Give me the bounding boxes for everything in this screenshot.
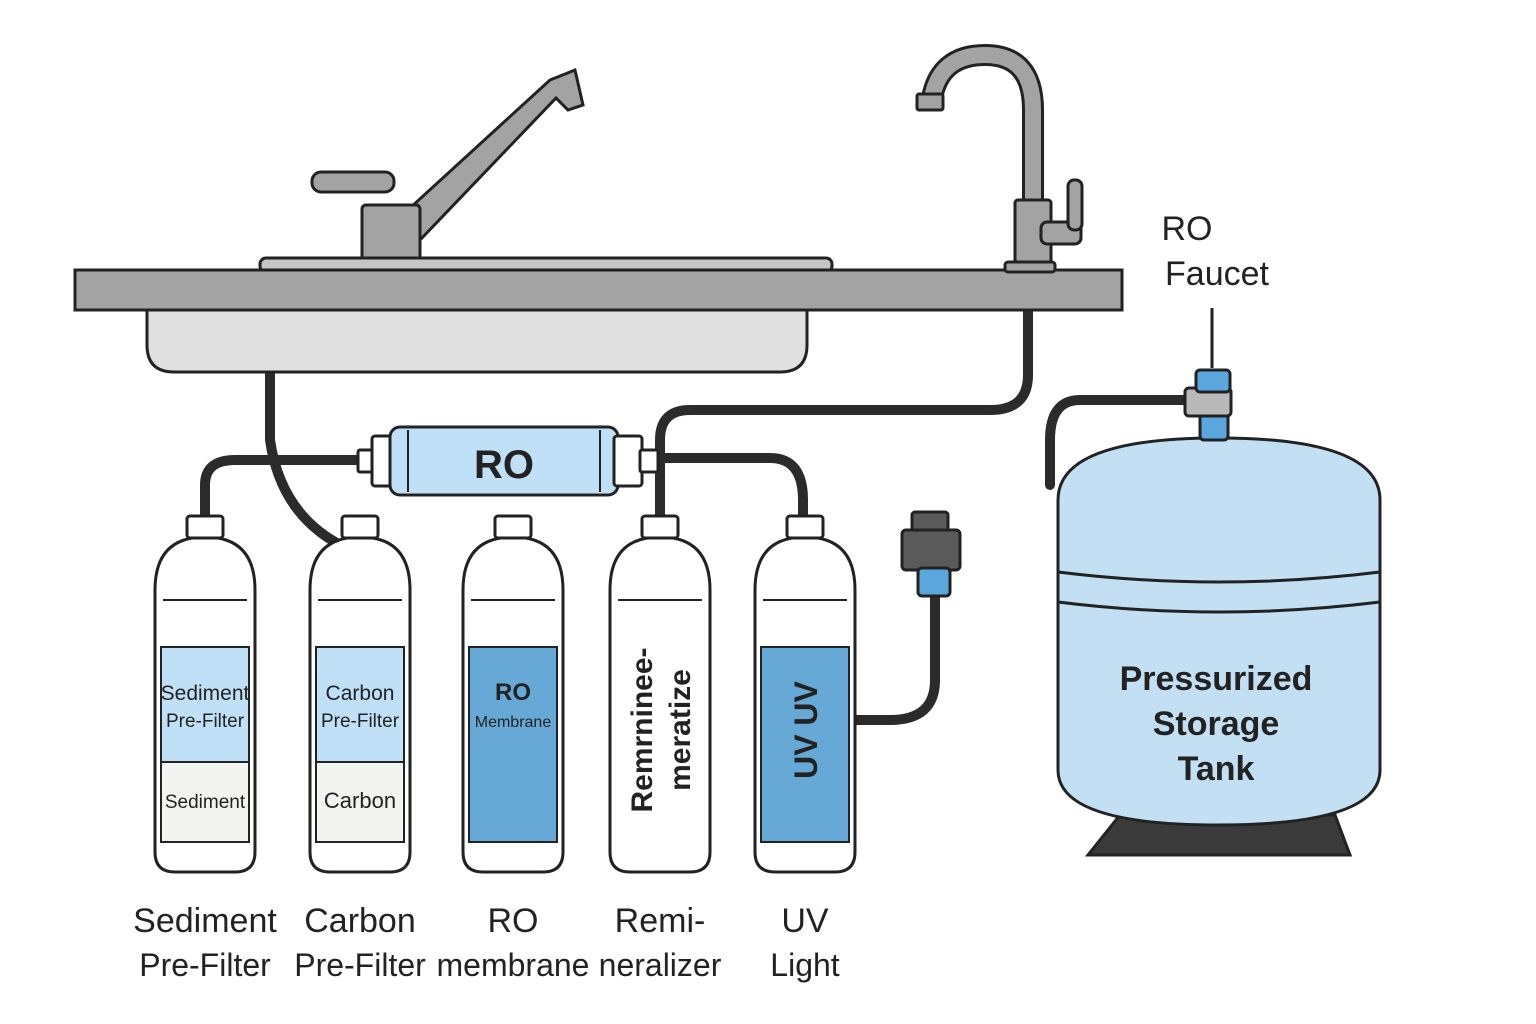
cartridge-caption-line-2: membrane <box>437 947 590 983</box>
cartridge-cap <box>640 514 680 540</box>
cartridge-caption-line-1: RO <box>488 902 539 940</box>
cartridge-caption-line-2: Light <box>770 947 840 983</box>
connector-body <box>900 528 962 572</box>
cartridge-band-label-line-1: Sediment <box>161 682 250 705</box>
cartridge-caption-line-2: neralizer <box>599 947 722 983</box>
cartridge-cap <box>185 514 225 540</box>
tube-to-faucet <box>655 263 1033 520</box>
tank-label-line-3: Tank <box>1178 750 1255 788</box>
filter-cartridges: SedimentPre-FilterSedimentSedimentPre-Fi… <box>133 514 857 983</box>
cartridge-band <box>468 646 558 843</box>
cartridge-band-label-line-2: Membrane <box>475 714 552 731</box>
ro-faucet-gooseneck-fill <box>924 46 1041 205</box>
cartridge-caption-line-1: UV <box>781 902 829 940</box>
ro-faucet-nozzle <box>915 92 945 112</box>
cartridge-vertical-label-line-2: meratize <box>664 669 697 791</box>
ro-membrane-housing: RO <box>356 425 660 497</box>
connector-blue-band <box>916 566 952 598</box>
cartridge-caption-line-1: Sediment <box>133 902 277 940</box>
tank-seam-1 <box>1057 570 1381 584</box>
cartridge-media-label: Sediment <box>165 792 246 813</box>
tank-body <box>1056 436 1382 827</box>
cartridge-band-label-line-2: Pre-Filter <box>166 711 245 732</box>
ro-faucet-handle <box>1066 178 1084 232</box>
tube-drain <box>265 363 340 547</box>
cartridge-cap <box>785 514 825 540</box>
ro-faucet <box>915 43 1084 274</box>
ro-housing-fitting-right <box>638 448 660 474</box>
storage-tank: Pressurized Storage Tank <box>1056 368 1382 857</box>
cartridge-media-label: Carbon <box>324 788 396 813</box>
cartridge-uv-light: UV UV UV Light <box>753 514 857 983</box>
cartridge-vertical-label-line-1: UV UV <box>788 680 824 778</box>
cartridge-media <box>315 761 405 843</box>
faucet-spout <box>371 67 585 242</box>
tube-tank <box>1045 395 1200 490</box>
tank-label-line-2: Storage <box>1153 705 1280 743</box>
tank-valve-cap <box>1194 368 1232 394</box>
sink-basin <box>145 303 809 374</box>
cartridge-band-label-line-1: RO <box>495 679 531 706</box>
countertop <box>73 268 1124 312</box>
cartridge-vertical-label-line-1: Remrninee- <box>626 647 659 812</box>
ro-faucet-flange <box>1003 260 1057 274</box>
tubing <box>200 263 1200 725</box>
cartridge-caption-line-1: Carbon <box>304 902 416 940</box>
ro-faucet-label-line-2: Faucet <box>1165 255 1269 293</box>
tube-ro-to-uv <box>655 453 808 520</box>
cartridge-caption-line-2: Pre-Filter <box>139 947 271 983</box>
kitchen-faucet <box>310 67 585 262</box>
cartridge-band <box>760 646 850 843</box>
ro-housing-label: RO <box>474 443 534 487</box>
tank-label-line-1: Pressurized <box>1120 660 1313 698</box>
cartridge-band <box>315 646 405 763</box>
ro-housing-cap-right <box>612 434 644 488</box>
faucet-base <box>360 203 422 262</box>
tube-sediment-to-ro <box>200 455 367 520</box>
cartridge-media <box>160 761 250 843</box>
cartridge-cap <box>493 514 533 540</box>
cartridge-cap <box>340 514 380 540</box>
faucet-lever <box>310 170 396 194</box>
tank-seam-2 <box>1057 600 1381 614</box>
uv-power-connector <box>900 510 962 598</box>
cartridge-body <box>608 535 712 874</box>
cartridge-caption-line-2: Pre-Filter <box>294 947 426 983</box>
cartridge-sediment: SedimentPre-FilterSedimentSedimentPre-Fi… <box>133 514 277 983</box>
cartridge-band-label-line-1: Carbon <box>326 682 395 705</box>
ro-faucet-label-line-1: RO <box>1162 210 1213 248</box>
tube-uv-to-connector <box>850 593 940 725</box>
cartridge-caption-line-1: Remi- <box>615 902 706 940</box>
cartridge-band-label-line-2: Pre-Filter <box>321 711 400 732</box>
